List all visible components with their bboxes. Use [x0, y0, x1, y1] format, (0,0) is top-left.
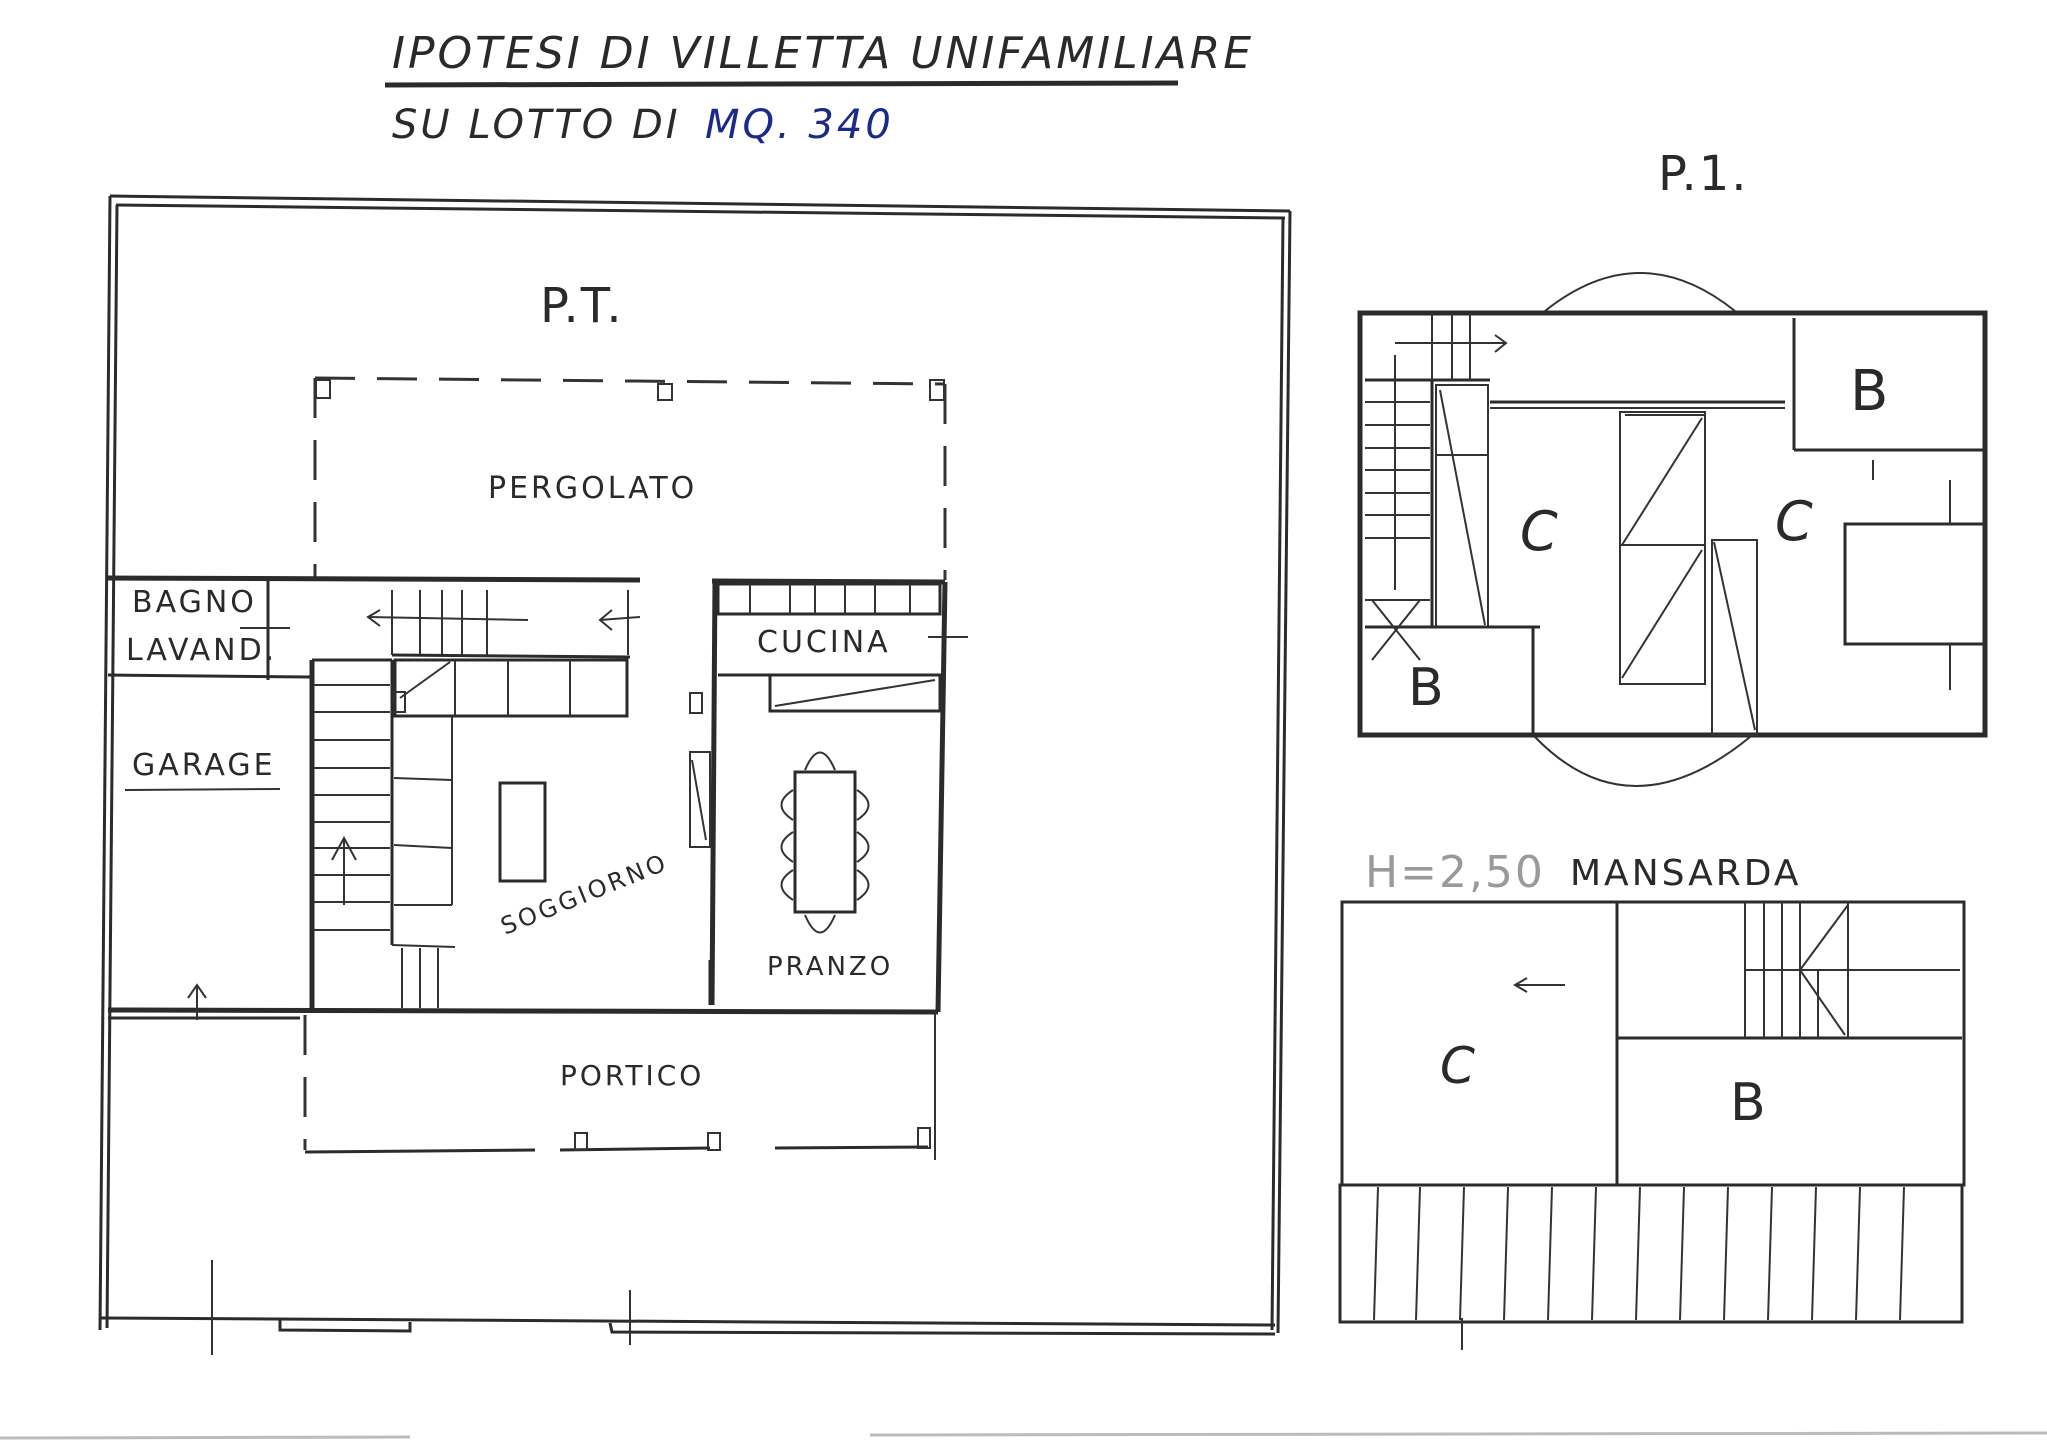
ground-floor-plan: P.T. PERGOLATO [107, 278, 968, 1160]
attic-label: MANSARDA [1570, 853, 1802, 894]
dining-label: PRANZO [767, 952, 893, 982]
garage-label: GARAGE [132, 748, 276, 783]
tv-unit [689, 751, 711, 848]
first-floor-plan: P.1. [1357, 146, 1988, 787]
sheet-header: IPOTESI DI VILLETTA UNIFAMILIARE SU LOTT… [384, 28, 1254, 148]
living-room-label: SOGGIORNO [497, 848, 672, 941]
scan-edge-left [0, 1435, 411, 1440]
first-floor-bedroom-left: C [1520, 500, 1560, 563]
lot-area: MQ. 340 [705, 102, 894, 148]
title-underline [384, 80, 1179, 88]
entry-arrow-icon [599, 616, 641, 621]
bathroom-label: BAGNO [132, 585, 257, 620]
portico-label: PORTICO [560, 1059, 704, 1092]
first-floor-bathroom-top: B [1850, 359, 1890, 424]
first-floor-label: P.1. [1658, 146, 1749, 202]
attic-height-note: H=2,50 [1365, 847, 1545, 898]
scan-edge-right [869, 1431, 2047, 1437]
roof-hatch [1373, 1186, 1905, 1350]
portico-outline [303, 1012, 936, 1160]
first-floor-bathroom-bottom: B [1408, 658, 1446, 718]
main-staircase [314, 660, 456, 1008]
lot-boundary [98, 194, 1292, 1355]
stair-arrow-left-icon [367, 616, 529, 621]
kitchen-counter [689, 582, 968, 714]
pergola-label: PERGOLATO [488, 471, 697, 506]
pergola-outline [313, 376, 947, 580]
upper-stair [366, 590, 641, 659]
laundry-label: LAVAND. [126, 633, 277, 668]
sheet-title: IPOTESI DI VILLETTA UNIFAMILIARE [392, 28, 1254, 79]
first-floor-bedroom-right: C [1775, 490, 1815, 553]
attic-bedroom-label: C [1440, 1037, 1477, 1095]
kitchen-units-center [392, 658, 629, 718]
attic-bathroom-label: B [1730, 1073, 1768, 1133]
attic-plan: H=2,50 MANSARDA [1338, 847, 1966, 1350]
sheet-subtitle-prefix: SU LOTTO DI [392, 102, 681, 148]
coffee-table [498, 781, 547, 883]
kitchen-label: CUCINA [757, 625, 891, 660]
ground-floor-label: P.T. [540, 278, 624, 334]
dining-table [780, 751, 870, 934]
house-walls [107, 575, 948, 1020]
